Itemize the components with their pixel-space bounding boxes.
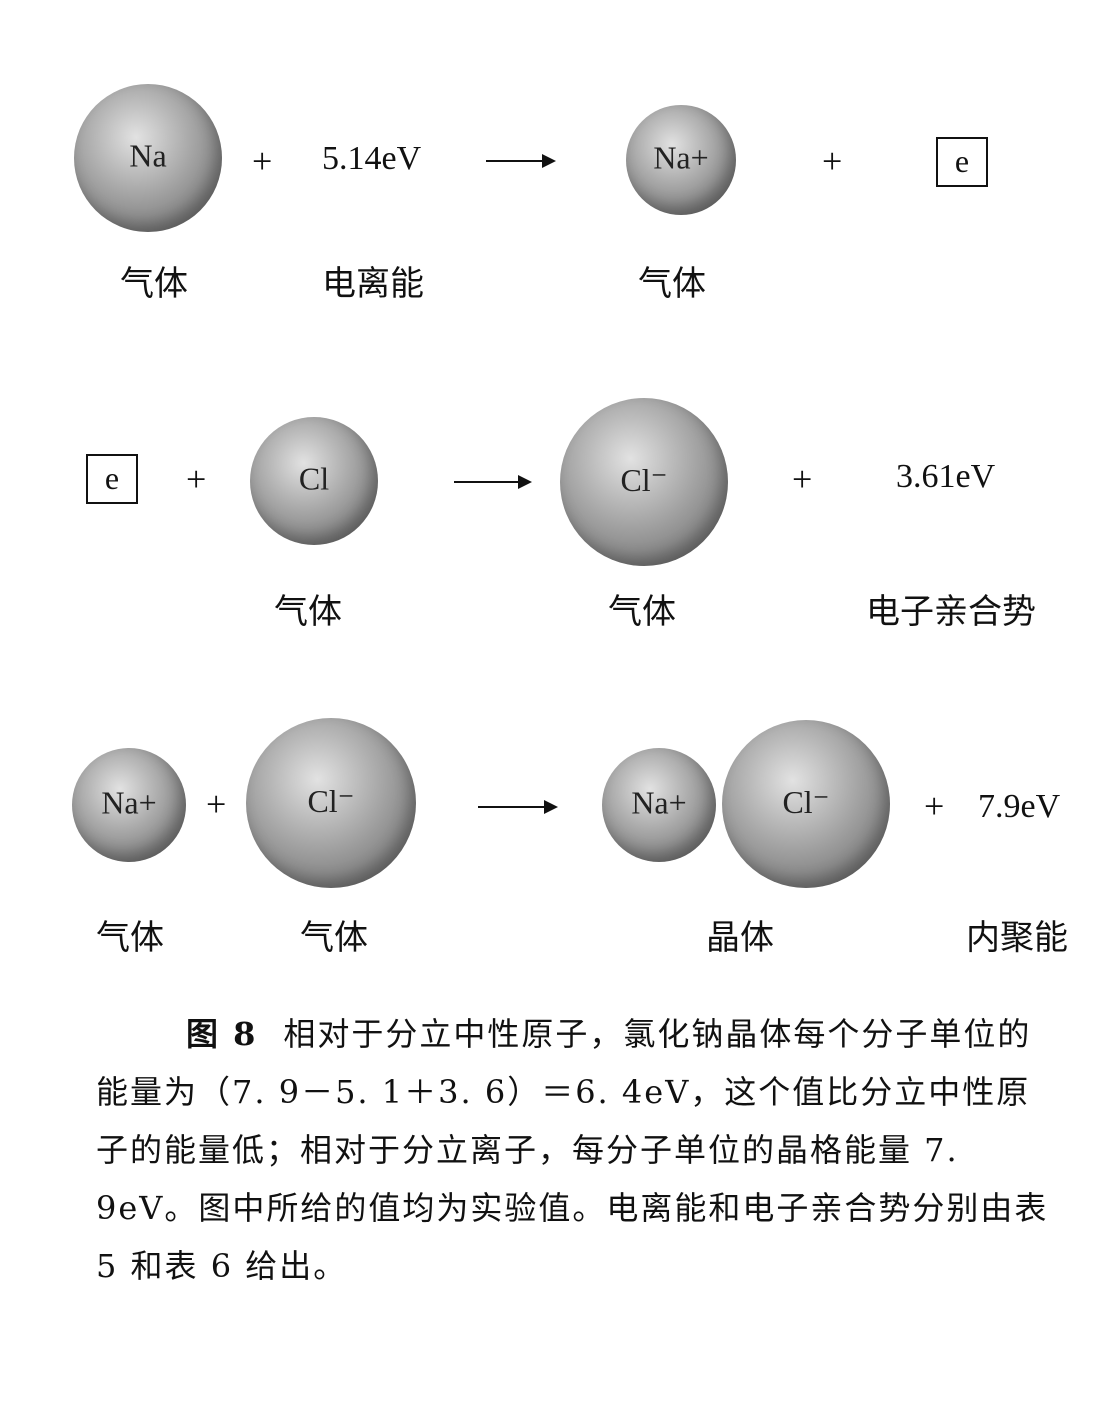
- cl-atom-label: Cl: [298, 460, 330, 497]
- crystal-na-ion-sphere: Na+: [602, 748, 716, 862]
- na-ion-sphere: Na+: [626, 105, 736, 215]
- ionization-energy-value: 5.14eV: [322, 140, 422, 177]
- na-atom-sphere: Na: [74, 84, 222, 232]
- gas-label: 气体: [120, 264, 188, 304]
- cl-ion-label: Cl⁻: [620, 462, 668, 499]
- cohesive-energy-value: 7.9eV: [978, 788, 1061, 825]
- crystal-cl-ion-label: Cl⁻: [782, 784, 830, 821]
- gas-label: 气体: [638, 264, 706, 304]
- caption-text: 相对于分立中性原子，氯化钠晶体每个分子单位的能量为（7. 9－5. 1＋3. 6…: [96, 1015, 1049, 1285]
- na-atom-label: Na: [129, 137, 167, 174]
- cl-ion-sphere: Cl⁻: [246, 718, 416, 888]
- cohesive-energy-label: 内聚能: [966, 918, 1068, 958]
- reaction-arrow: [486, 154, 556, 168]
- ionization-energy-label: 电离能: [322, 264, 424, 304]
- plus-sign: +: [186, 459, 207, 499]
- na-ion-label: Na+: [653, 139, 709, 176]
- crystal-cl-ion-sphere: Cl⁻: [722, 720, 890, 888]
- ionic-bond-energy-diagram: Na + 5.14eV Na+ + e 气体 电离能 气体 e + Cl Cl⁻…: [72, 84, 1068, 958]
- na-ion-label: Na+: [101, 784, 157, 821]
- plus-sign: +: [792, 459, 813, 499]
- figure-number: 图 8: [186, 1015, 258, 1053]
- electron-affinity-label: 电子亲合势: [866, 592, 1036, 632]
- gas-label: 气体: [274, 592, 342, 632]
- gas-label: 气体: [608, 592, 676, 632]
- plus-sign: +: [822, 141, 843, 181]
- gas-label: 气体: [300, 918, 368, 958]
- plus-sign: +: [924, 786, 945, 826]
- na-ion-sphere: Na+: [72, 748, 186, 862]
- electron-affinity-value: 3.61eV: [896, 458, 996, 495]
- reaction-arrow: [454, 475, 532, 489]
- electron-box: e: [86, 454, 138, 504]
- cl-ion-label: Cl⁻: [307, 783, 355, 820]
- crystal-label: 晶体: [706, 918, 774, 958]
- plus-sign: +: [252, 141, 273, 181]
- gas-label: 气体: [96, 918, 164, 958]
- cl-ion-sphere: Cl⁻: [560, 398, 728, 566]
- electron-box: e: [936, 137, 988, 187]
- plus-sign: +: [206, 784, 227, 824]
- reaction-arrow: [478, 800, 558, 814]
- cl-atom-sphere: Cl: [250, 417, 378, 545]
- crystal-na-ion-label: Na+: [631, 784, 687, 821]
